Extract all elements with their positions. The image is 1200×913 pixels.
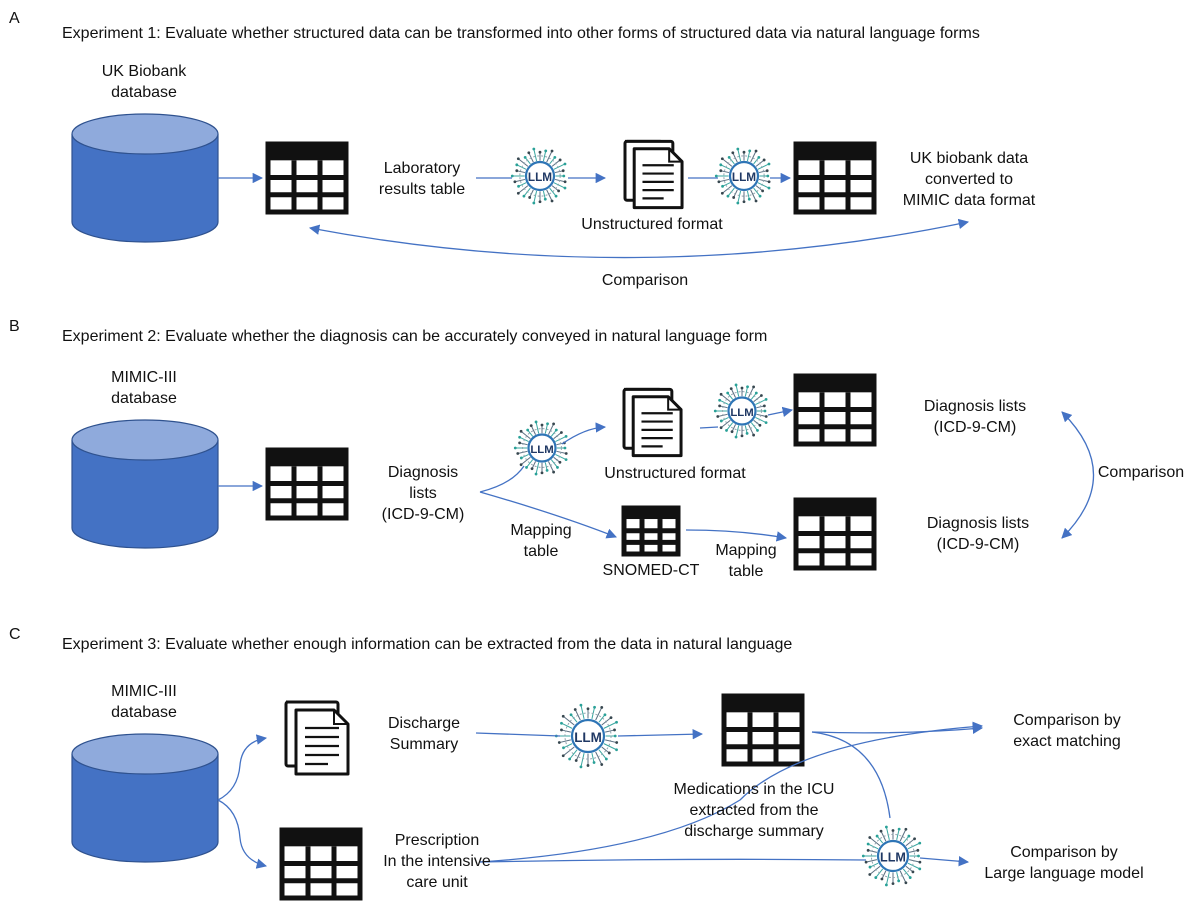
arrow-c-llm-to-comparison xyxy=(919,856,970,867)
heading-experiment-3: Experiment 3: Evaluate whether enough in… xyxy=(62,636,793,653)
llm-badge-text: LLM xyxy=(880,850,906,864)
llm-icon-b: LLM xyxy=(513,420,568,476)
table-icon-a-result xyxy=(793,141,877,215)
table-icon-b-bottom xyxy=(793,497,877,571)
arrow-c-table-to-llm xyxy=(811,731,891,819)
label-b-result-top: Diagnosis lists(ICD-9-CM) xyxy=(923,398,1027,436)
label-a-comparison: Comparison xyxy=(601,272,689,289)
document-icon-a xyxy=(623,139,684,210)
label-b-unstructured: Unstructured format xyxy=(604,465,746,482)
table-icon-a-source xyxy=(265,141,349,215)
llm-icon-a-2: LLM xyxy=(714,147,771,205)
arrow-c-db-to-table xyxy=(217,799,268,869)
table-icon-b-source xyxy=(265,447,349,521)
arrow-b-llm-to-doc xyxy=(561,422,607,445)
arrow-c-prescription-to-exact xyxy=(479,721,984,863)
arrow-c-prescription-to-llm xyxy=(479,858,867,863)
llm-badge-text: LLM xyxy=(574,730,602,745)
arrow-c-doc-to-llm xyxy=(475,732,561,737)
panel-letter-a: A xyxy=(9,10,20,27)
database-icon-c xyxy=(71,733,219,863)
arrow-c-table-to-exact xyxy=(811,723,984,734)
label-b-result-bottom: Diagnosis lists(ICD-9-CM) xyxy=(926,515,1030,553)
arrow-c-llm-to-table xyxy=(617,729,704,740)
llm-icon-c-2: LLM xyxy=(861,825,922,887)
table-icon-c-prescription xyxy=(279,827,363,901)
label-a-unstructured: Unstructured format xyxy=(581,216,723,233)
llm-badge-text: LLM xyxy=(528,171,552,184)
llm-icon-b-2: LLM xyxy=(713,383,768,439)
arrow-b-snomed-to-table xyxy=(685,529,788,542)
arrow-c-db-to-doc xyxy=(217,734,268,801)
llm-icon-a-1: LLM xyxy=(510,147,567,205)
document-icon-b xyxy=(622,387,683,458)
arrow-b-to-snomed xyxy=(479,491,617,539)
panel-letter-b: B xyxy=(9,318,20,335)
arrow-b-llm-to-table xyxy=(767,406,794,417)
heading-experiment-1: Experiment 1: Evaluate whether structure… xyxy=(62,25,980,42)
arrow-a-comparison xyxy=(308,218,970,259)
label-b-snomed: SNOMED-CT xyxy=(602,562,700,579)
llm-badge-text: LLM xyxy=(530,444,553,456)
database-icon-a xyxy=(71,113,219,243)
table-icon-c-medications xyxy=(721,693,805,767)
database-icon-b xyxy=(71,419,219,549)
table-icon-b-top xyxy=(793,373,877,447)
panel-letter-c: C xyxy=(9,626,21,643)
arrow-b-to-llm xyxy=(479,465,525,493)
llm-badge-text: LLM xyxy=(730,407,753,419)
table-icon-b-snomed xyxy=(621,505,681,557)
arrow-b-doc-to-llm xyxy=(699,426,719,429)
arrow-b-comparison xyxy=(1061,411,1094,539)
heading-experiment-2: Experiment 2: Evaluate whether the diagn… xyxy=(62,328,768,345)
llm-icon-c-1: LLM xyxy=(554,703,619,769)
llm-badge-text: LLM xyxy=(732,171,756,184)
label-b-comparison: Comparison xyxy=(1097,464,1185,481)
document-icon-c xyxy=(284,700,350,776)
